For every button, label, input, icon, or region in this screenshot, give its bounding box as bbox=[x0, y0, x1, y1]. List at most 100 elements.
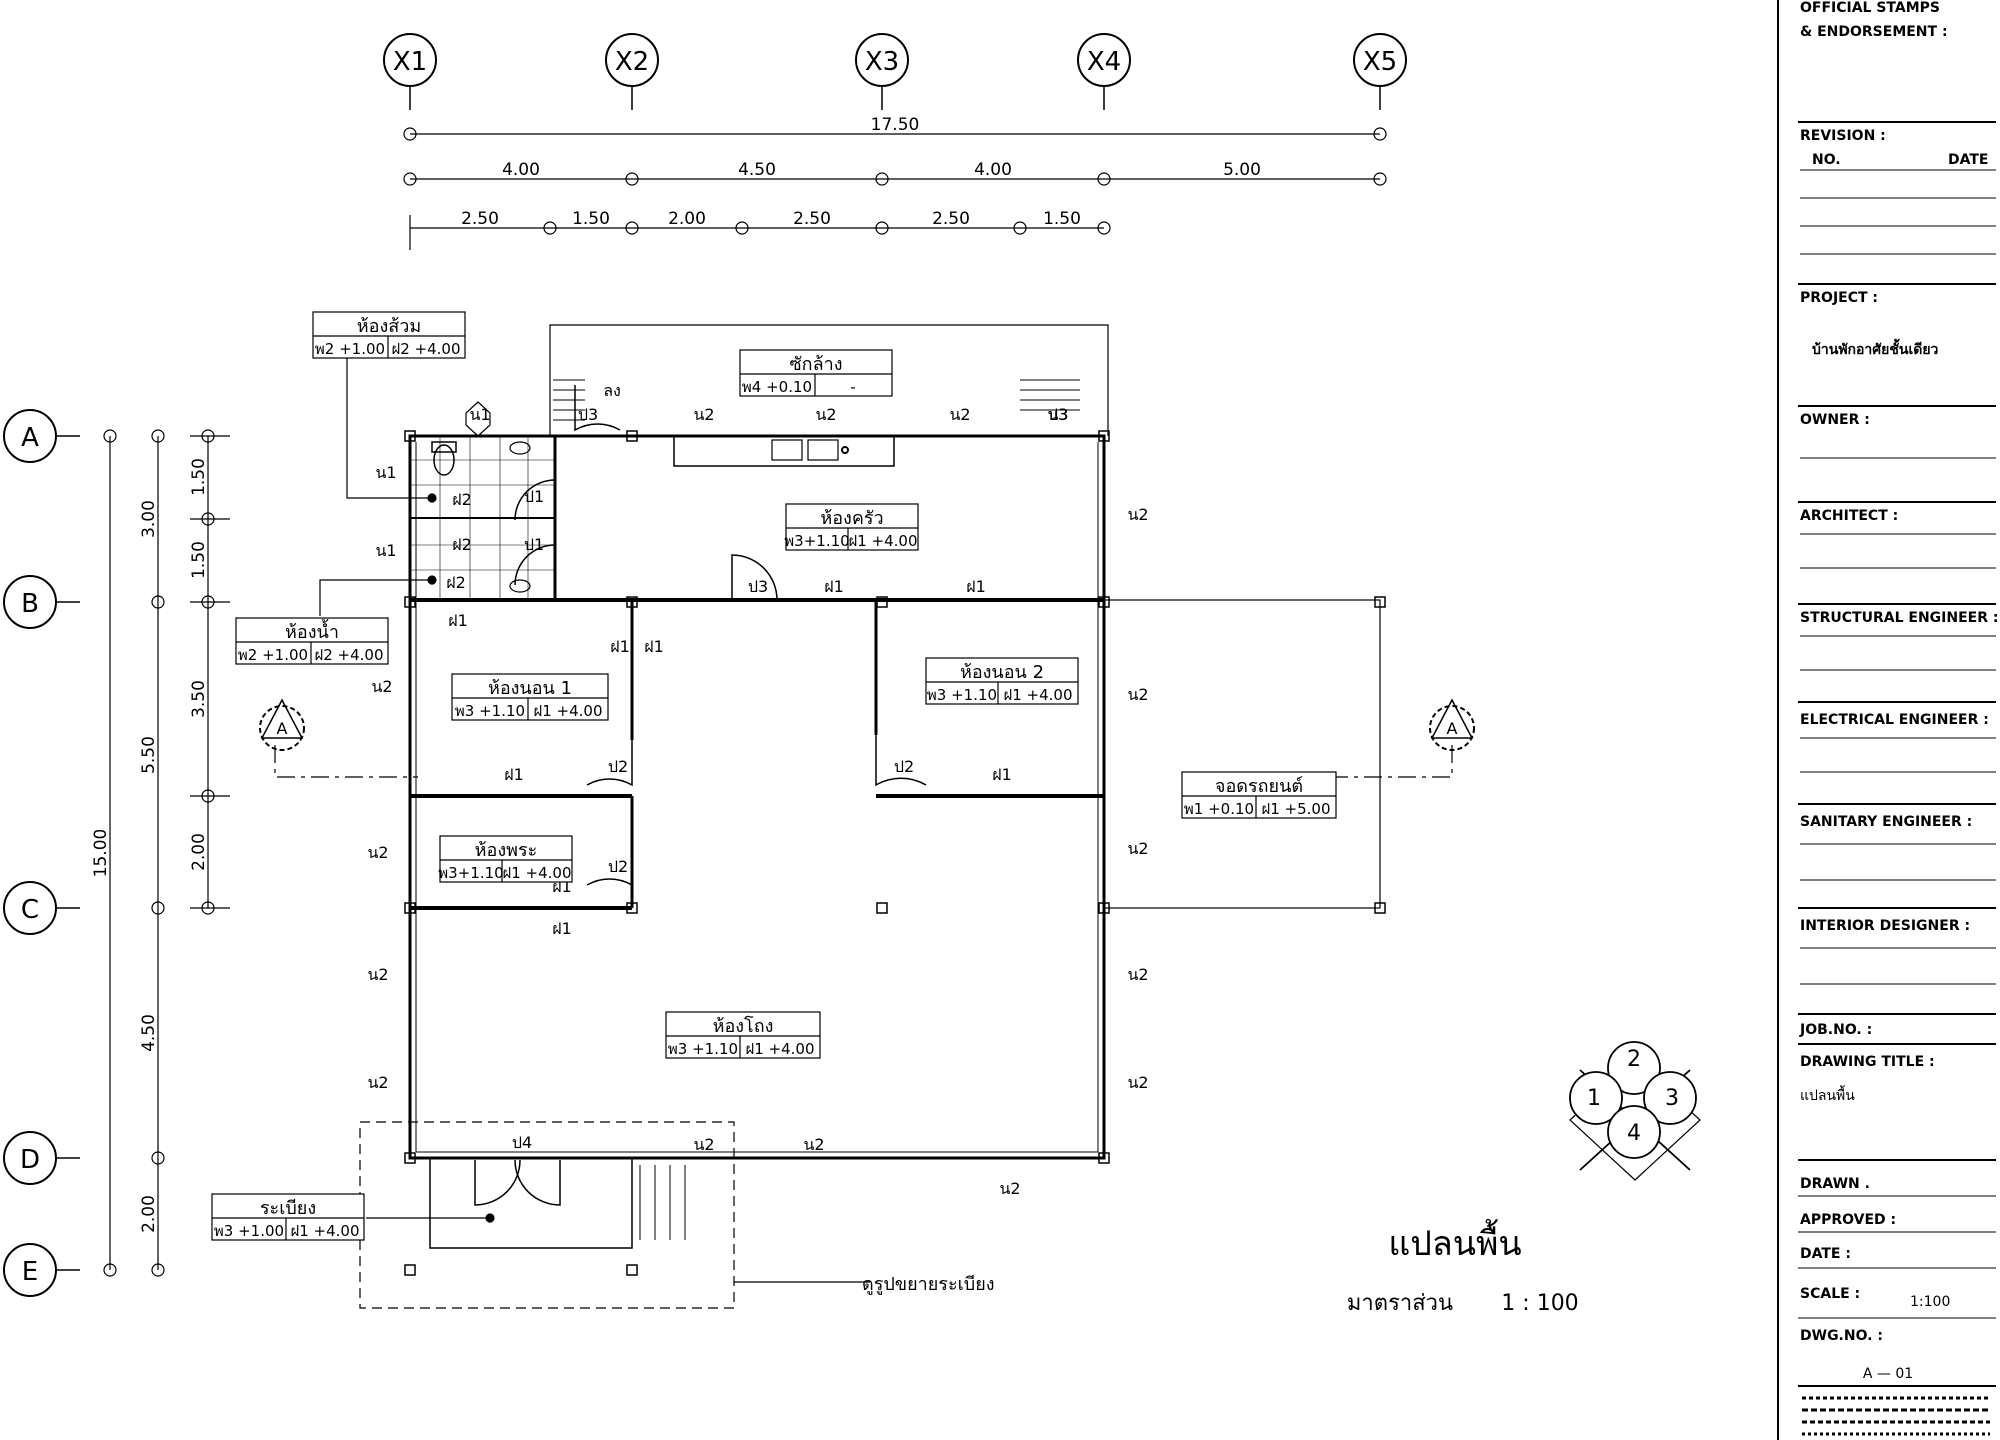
door-tag-p3: ป3 bbox=[748, 577, 768, 596]
window-tag-n3: น3 bbox=[1047, 405, 1068, 424]
svg-text:ป4: ป4 bbox=[512, 1133, 532, 1152]
window-tag-n2: น2 bbox=[367, 965, 388, 984]
svg-text:พ2 +1.00: พ2 +1.00 bbox=[238, 646, 308, 664]
door-tag-p1: ป1 bbox=[524, 535, 544, 554]
svg-text:ฝ2 +4.00: ฝ2 +4.00 bbox=[391, 340, 460, 358]
grid-b-label: B bbox=[21, 589, 39, 619]
top-dimensions: 17.50 4.00 4.50 4.00 5.00 2.50 1.50 2.00… bbox=[403, 115, 1387, 250]
fan-tag-w1: ฝ1 bbox=[992, 765, 1012, 784]
svg-text:พ3 +1.10: พ3 +1.10 bbox=[927, 686, 997, 704]
svg-text:ลง: ลง bbox=[603, 381, 621, 400]
window-tag-n2: น2 bbox=[371, 677, 392, 696]
svg-text:พ3+1.10: พ3+1.10 bbox=[438, 864, 503, 882]
window-tag-n2: น2 bbox=[367, 843, 388, 862]
window-tag-n2: น2 bbox=[1127, 839, 1148, 858]
grid-y-bubbles: A B C D E bbox=[3, 409, 80, 1297]
grid-x1-label: X1 bbox=[393, 47, 427, 77]
svg-text:ฝ2: ฝ2 bbox=[452, 490, 472, 509]
scale-label: มาตราส่วน bbox=[1347, 1291, 1453, 1316]
fan-tag-w1: ฝ1 bbox=[824, 577, 844, 596]
plan-title: แปลนพื้น bbox=[1388, 1219, 1521, 1264]
room-label-laundry: ซักล้าง พ4 +0.10 - bbox=[739, 349, 893, 397]
door-tag-p2: ป2 bbox=[894, 757, 914, 776]
svg-text:ฝ1: ฝ1 bbox=[824, 577, 844, 596]
svg-text:ฝ2: ฝ2 bbox=[446, 573, 466, 592]
dim-top-mid-2: 4.50 bbox=[738, 160, 776, 180]
svg-text:พ3 +1.10: พ3 +1.10 bbox=[668, 1040, 738, 1058]
window-tag-n2: น2 bbox=[999, 1179, 1020, 1198]
tb-scale-value: 1:100 bbox=[1910, 1294, 1950, 1310]
svg-text:น2: น2 bbox=[1127, 839, 1148, 858]
room-label-kitchen: ห้องครัว พ3+1.10 ฝ1 +4.00 bbox=[784, 503, 919, 551]
tb-owner: OWNER : bbox=[1800, 412, 1870, 428]
dim-top-overall: 17.50 bbox=[871, 115, 920, 135]
door-tag-p2: ป2 bbox=[608, 757, 628, 776]
section-markers: A A bbox=[259, 698, 1475, 751]
svg-text:ฝ1 +4.00: ฝ1 +4.00 bbox=[290, 1222, 359, 1240]
svg-text:พ3 +1.00: พ3 +1.00 bbox=[214, 1222, 284, 1240]
grid-x2-label: X2 bbox=[615, 47, 649, 77]
dim-left-small-4: 2.00 bbox=[189, 833, 209, 871]
fan-tag-w2: ฝ2 bbox=[452, 535, 472, 554]
window-tag-n2: น2 bbox=[693, 1135, 714, 1154]
svg-text:น2: น2 bbox=[803, 1135, 824, 1154]
dim-top-small-6: 1.50 bbox=[1043, 209, 1081, 229]
dim-left-mid-1: 3.00 bbox=[139, 500, 159, 538]
svg-text:ฝ1 +4.00: ฝ1 +4.00 bbox=[745, 1040, 814, 1058]
svg-text:จอดรถยนต์: จอดรถยนต์ bbox=[1215, 776, 1303, 797]
svg-text:ป3: ป3 bbox=[1048, 405, 1068, 424]
grid-x-bubbles: X1 X2 X3 X4 X5 bbox=[383, 33, 1407, 110]
room-label-toilet: ห้องส้วม พ2 +1.00 ฝ2 +4.00 bbox=[312, 311, 466, 359]
tb-approved: APPROVED : bbox=[1800, 1212, 1896, 1228]
svg-text:น2: น2 bbox=[367, 965, 388, 984]
window-tag-n2: น2 bbox=[1127, 965, 1148, 984]
door-tag-p3: ป3 bbox=[578, 405, 598, 424]
svg-text:ห้องนอน 1: ห้องนอน 1 bbox=[488, 678, 572, 699]
dim-top-mid-1: 4.00 bbox=[502, 160, 540, 180]
svg-text:น2: น2 bbox=[371, 677, 392, 696]
room-label-shrine-room: ห้องพระ พ3+1.10 ฝ1 +4.00 bbox=[438, 835, 573, 883]
room-label-bedroom-1: ห้องนอน 1 พ3 +1.10 ฝ1 +4.00 bbox=[451, 673, 609, 721]
svg-text:ฝ1: ฝ1 bbox=[992, 765, 1012, 784]
tb-sanitary: SANITARY ENGINEER : bbox=[1800, 814, 1972, 830]
svg-text:น2: น2 bbox=[1127, 505, 1148, 524]
grid-x4-label: X4 bbox=[1087, 47, 1121, 77]
svg-text:ป2: ป2 bbox=[894, 757, 914, 776]
tb-drawing-title: DRAWING TITLE : bbox=[1800, 1054, 1935, 1070]
dim-top-mid-4: 5.00 bbox=[1223, 160, 1261, 180]
fan-tag-w1: ฝ1 bbox=[610, 637, 630, 656]
step-tag: ลง bbox=[603, 381, 621, 400]
window-tag-n2: น2 bbox=[803, 1135, 824, 1154]
dim-left-mid-3: 4.50 bbox=[139, 1014, 159, 1052]
view-marker-4: 4 bbox=[1627, 1121, 1641, 1146]
svg-text:ห้องส้วม: ห้องส้วม bbox=[357, 316, 421, 337]
fan-tag-w2: ฝ2 bbox=[452, 490, 472, 509]
svg-text:พ3 +1.10: พ3 +1.10 bbox=[455, 702, 525, 720]
svg-text:น3: น3 bbox=[1047, 405, 1068, 424]
tb-rev-no: NO. bbox=[1812, 152, 1841, 168]
section-marker-left: A bbox=[277, 719, 288, 738]
window-tag-n2: น2 bbox=[815, 405, 836, 424]
svg-text:ห้องครัว: ห้องครัว bbox=[820, 508, 883, 529]
svg-text:ฝ1 +4.00: ฝ1 +4.00 bbox=[533, 702, 602, 720]
svg-text:-: - bbox=[850, 378, 855, 396]
tb-endorse: & ENDORSEMENT : bbox=[1800, 24, 1948, 40]
svg-text:พ1 +0.10: พ1 +0.10 bbox=[1184, 800, 1254, 818]
tb-drawn: DRAWN . bbox=[1800, 1176, 1870, 1192]
svg-text:ฝ1: ฝ1 bbox=[448, 611, 468, 630]
window-tag-n1: น1 bbox=[375, 463, 396, 482]
svg-text:ป1: ป1 bbox=[524, 535, 544, 554]
dim-left-mid-4: 2.00 bbox=[139, 1195, 159, 1233]
svg-text:ฝ1: ฝ1 bbox=[966, 577, 986, 596]
svg-text:น2: น2 bbox=[367, 843, 388, 862]
svg-text:ระเบียง: ระเบียง bbox=[260, 1198, 316, 1219]
view-marker-1: 1 bbox=[1587, 1086, 1601, 1111]
svg-text:ป2: ป2 bbox=[608, 857, 628, 876]
svg-text:ห้องพระ: ห้องพระ bbox=[475, 840, 538, 861]
svg-text:น2: น2 bbox=[1127, 965, 1148, 984]
fan-tag-w1: ฝ1 bbox=[644, 637, 664, 656]
fan-tag-w1: ฝ1 bbox=[552, 919, 572, 938]
svg-text:น2: น2 bbox=[367, 1073, 388, 1092]
grid-d-label: D bbox=[20, 1145, 40, 1175]
dim-left-mid-2: 5.50 bbox=[139, 736, 159, 774]
